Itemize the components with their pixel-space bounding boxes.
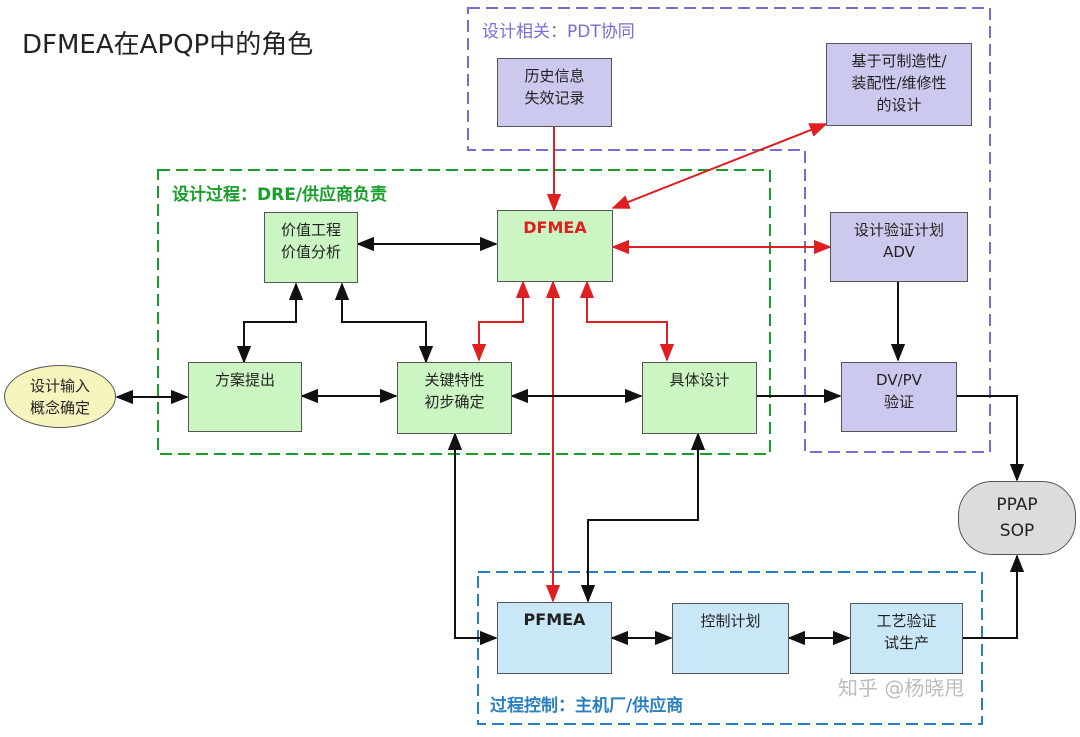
arrow-processval-ppap — [963, 554, 1025, 639]
node-ppap-line1: PPAP — [996, 495, 1038, 515]
arrow-dfmea-detail — [579, 280, 675, 362]
group-label-process-control: 过程控制：主机厂/供应商 — [490, 696, 684, 716]
node-dfmea-label: DFMEA — [523, 218, 587, 237]
node-detail-label: 具体设计 — [669, 371, 730, 389]
arrow-detail-pfmea — [580, 432, 706, 603]
group-border-design-related — [467, 7, 991, 453]
watermark: 知乎 @杨晓甩 — [838, 676, 965, 700]
node-dfm-line2: 装配性/维修性 — [851, 74, 947, 92]
node-control-plan: 控制计划 — [672, 603, 789, 674]
arrow-keychar-valueeng — [334, 282, 434, 364]
node-dv-pv: DV/PV 验证 — [841, 362, 957, 432]
node-adv-line2: ADV — [883, 243, 915, 261]
page-title: DFMEA在APQP中的角色 — [22, 30, 314, 60]
node-ppap-line2: SOP — [999, 521, 1035, 541]
node-keychar-line1: 关键特性 — [424, 371, 485, 389]
node-pfmea-label: PFMEA — [523, 610, 586, 629]
node-value-eng-line2: 价值分析 — [280, 243, 341, 261]
node-dfm-design: 基于可制造性/ 装配性/维修性 的设计 — [826, 43, 972, 126]
node-input-line2: 概念确定 — [29, 398, 90, 417]
node-history-failure: 历史信息 失效记录 — [497, 58, 612, 127]
node-process-validation: 工艺验证 试生产 — [850, 603, 963, 674]
node-history-line2: 失效记录 — [524, 89, 585, 107]
node-proposal-label: 方案提出 — [214, 371, 275, 389]
node-dvpv-line2: 验证 — [883, 393, 914, 411]
node-value-eng-line1: 价值工程 — [280, 221, 341, 239]
node-dfm-line1: 基于可制造性/ — [851, 52, 947, 70]
node-keychar-line2: 初步确定 — [424, 393, 485, 411]
node-dfmea: DFMEA — [497, 210, 613, 282]
arrow-dvpv-ppap — [957, 395, 1025, 482]
group-label-design-related: 设计相关：PDT协同 — [482, 22, 635, 42]
node-ppap-sop: PPAP SOP — [958, 481, 1076, 555]
node-dfm-line3: 的设计 — [876, 96, 922, 114]
node-key-characteristics: 关键特性 初步确定 — [397, 362, 512, 434]
group-label-design-process: 设计过程：DRE/供应商负责 — [172, 185, 388, 205]
node-value-engineering: 价值工程 价值分析 — [264, 212, 358, 283]
arrow-keychar-pfmea — [447, 432, 498, 646]
arrow-proposal-valueeng — [236, 282, 304, 364]
node-detail-design: 具体设计 — [642, 362, 757, 434]
group-border-design-process — [157, 169, 771, 455]
arrow-dfmea-dfm — [611, 123, 828, 209]
group-border-process-control — [477, 571, 983, 725]
node-adv: 设计验证计划 ADV — [830, 212, 968, 282]
node-design-input: 设计输入 概念确定 — [4, 365, 116, 428]
node-processval-line2: 试生产 — [883, 634, 929, 652]
node-history-line1: 历史信息 — [524, 67, 585, 85]
node-pfmea: PFMEA — [497, 602, 612, 674]
node-proposal: 方案提出 — [188, 362, 302, 432]
node-control-plan-label: 控制计划 — [700, 612, 761, 630]
node-processval-line1: 工艺验证 — [876, 612, 937, 630]
node-dvpv-line1: DV/PV — [876, 371, 922, 389]
node-input-line1: 设计输入 — [29, 376, 90, 395]
arrow-dfmea-keychar — [471, 280, 531, 362]
node-adv-line1: 设计验证计划 — [853, 221, 944, 239]
